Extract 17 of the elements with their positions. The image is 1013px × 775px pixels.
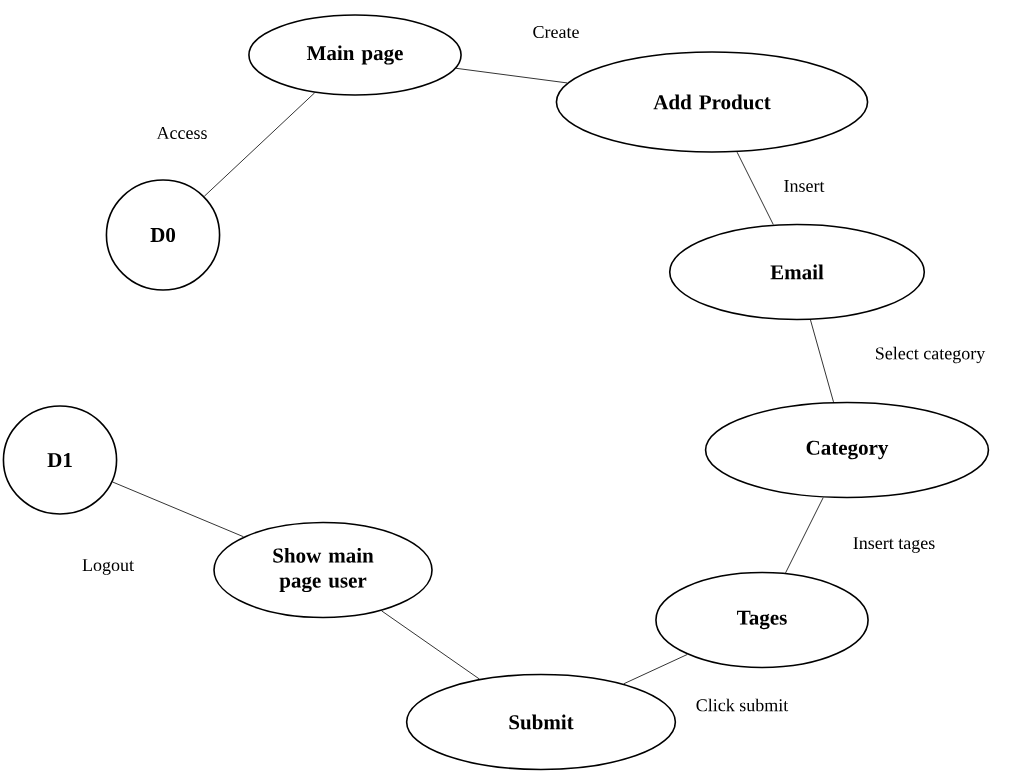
connector-line — [455, 67, 568, 84]
edge-label: Insert — [782, 179, 826, 193]
edge-label: Create — [531, 24, 581, 40]
edge-label: Logout — [81, 558, 135, 576]
edge-label: Click submit — [694, 697, 790, 713]
connector-line — [381, 610, 480, 680]
edge-label: Access — [155, 125, 209, 141]
connector-line — [203, 92, 316, 197]
connector-line — [785, 497, 824, 574]
circle-node: D1 — [2, 405, 118, 515]
connector-line — [810, 319, 834, 403]
circle-node: D0 — [105, 179, 221, 291]
connector-line — [112, 481, 244, 538]
connector-line — [623, 654, 688, 685]
edge-label: Select category — [873, 345, 987, 365]
edge-label: Insert tages — [851, 536, 937, 554]
connector-line — [736, 151, 774, 225]
